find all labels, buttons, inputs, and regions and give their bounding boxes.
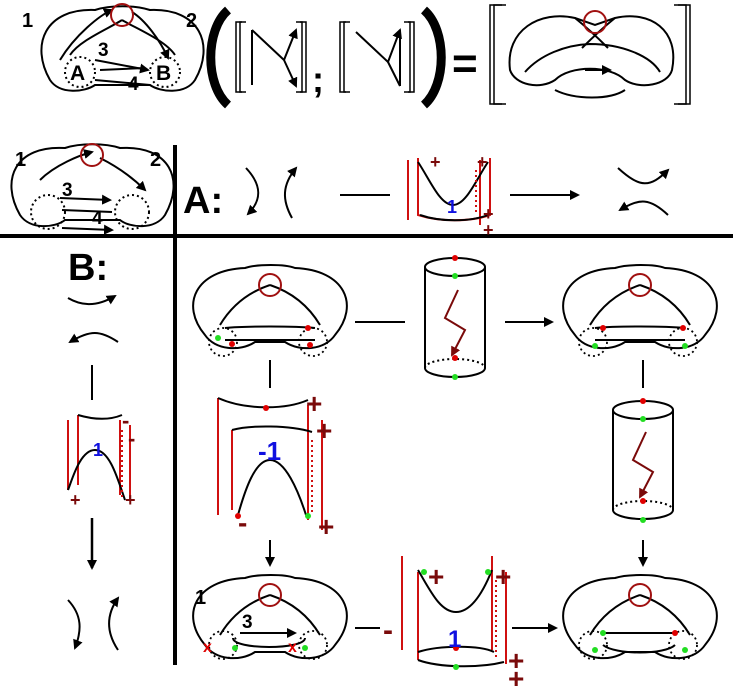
result-bracket <box>489 4 691 105</box>
b-mid-sign-4: + <box>318 511 334 542</box>
b-torus-top-left <box>192 264 348 357</box>
section-a-sign-1: + <box>430 152 441 172</box>
b-bottom-sign-4: + <box>508 645 524 676</box>
section-a-sign-4: + <box>483 220 494 240</box>
header-strand-label-3: 3 <box>62 180 73 201</box>
b-left-strand-top <box>67 294 117 306</box>
b-mid-sign-2: + <box>316 415 332 446</box>
b-bottom-sign-3: + <box>495 561 511 592</box>
b-bottom-sign-1: - <box>383 614 393 647</box>
right-paren <box>420 6 446 109</box>
b-cylinder-right <box>612 398 674 523</box>
header-crossing-circle <box>80 143 104 167</box>
section-a-saddle-surface <box>407 158 491 225</box>
header-strand-label-2: 2 <box>150 149 161 171</box>
b-cylinder-top <box>424 255 486 380</box>
header-torus-diagram <box>10 143 175 235</box>
top-disk-label-a: A <box>70 62 85 85</box>
top-strand-label-4: 4 <box>128 74 139 95</box>
header-strand-label-4: 4 <box>92 208 103 229</box>
b-bottom-label-3: 3 <box>242 612 253 633</box>
b-torus-top-right <box>562 264 718 357</box>
b-x-mark-right: x <box>288 639 297 656</box>
b-mid-saddle-surface <box>217 397 323 530</box>
b-left-strand-bottom-b <box>108 596 120 651</box>
header-disk-right <box>114 194 150 230</box>
b-left-region-number: 1 <box>93 440 103 460</box>
b-left-saddle-surface <box>67 414 131 501</box>
top-torus-diagram <box>40 5 205 92</box>
b-left-strand-bottom-a <box>67 599 83 650</box>
disk-a-dotted <box>64 56 96 88</box>
semicolon: ; <box>312 59 324 100</box>
bracket-pair-1 <box>235 21 307 93</box>
equals-sign: = <box>452 39 478 88</box>
section-a-title: A: <box>183 180 223 222</box>
b-bottom-region-number: 1 <box>448 626 461 653</box>
b-left-sign-4: + <box>125 490 136 510</box>
b-left-sign-3: + <box>70 490 81 510</box>
b-left-strand-second <box>68 332 119 344</box>
b-bottom-sign-2: + <box>428 561 444 592</box>
header-strand-label-1: 1 <box>15 149 26 171</box>
b-mid-region-number: -1 <box>258 436 281 466</box>
b-left-sign-1: - <box>122 408 129 433</box>
section-a-sign-3: + <box>483 204 494 224</box>
top-strand-label-2: 2 <box>186 10 197 32</box>
b-mid-sign-1: + <box>306 388 322 419</box>
b-bottom-label-1: 1 <box>195 587 206 609</box>
section-a-strands-start <box>245 166 298 219</box>
disk-b-dotted <box>149 56 181 88</box>
b-bottom-sign-5: + <box>508 663 524 689</box>
b-mid-sign-3: - <box>238 507 247 538</box>
top-strand-label-1: 1 <box>22 10 33 32</box>
b-left-sign-2: - <box>128 426 135 451</box>
top-disk-label-b: B <box>156 62 171 85</box>
b-bottom-saddle-surface <box>401 556 507 670</box>
b-torus-bottom-left <box>192 574 348 660</box>
b-torus-bottom-right <box>562 574 718 660</box>
crossing-circle <box>110 3 134 27</box>
section-a-strands-end <box>617 167 670 216</box>
result-crossing-circle <box>583 10 607 34</box>
b-x-mark-left: x <box>203 639 212 656</box>
section-a-sign-2: + <box>477 152 488 172</box>
header-disk-left <box>30 194 66 230</box>
top-strand-label-3: 3 <box>98 40 109 61</box>
left-paren <box>206 6 232 109</box>
section-b-title: B: <box>68 247 108 289</box>
section-a-region-number: 1 <box>447 197 457 217</box>
bracket-pair-2 <box>339 21 415 93</box>
